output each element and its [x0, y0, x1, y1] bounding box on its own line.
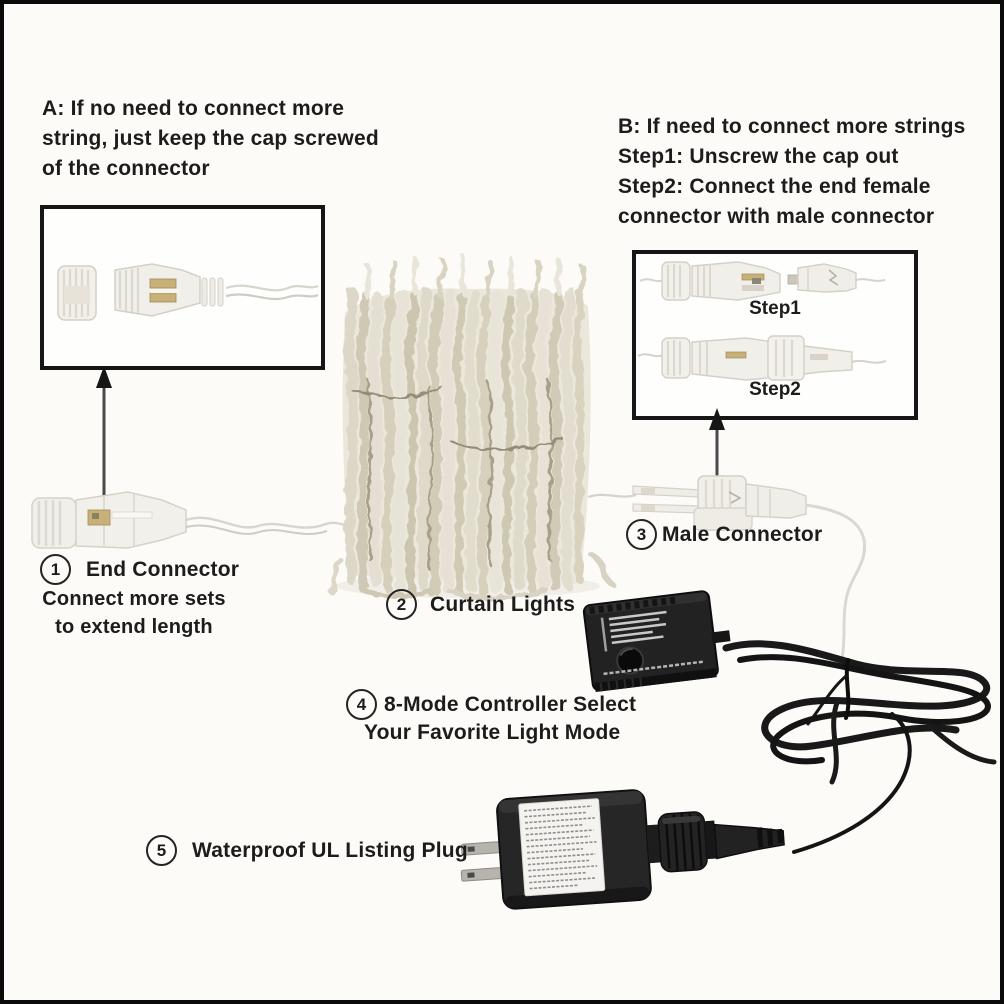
step2-connectors-photo	[637, 335, 887, 381]
note-a: A: If no need to connect more string, ju…	[42, 94, 472, 184]
curtain-lights-bundle-photo	[329, 253, 615, 601]
callout-3-badge: 3	[626, 519, 657, 550]
note-a-line2: string, just keep the cap screwed	[42, 127, 379, 150]
step2-label: Step2	[749, 379, 801, 400]
note-b-line4: connector with male connector	[618, 205, 935, 228]
callout-5-title: Waterproof UL Listing Plug	[192, 838, 468, 862]
plug-wire	[792, 712, 912, 854]
plug-photo	[460, 789, 785, 910]
callout-2-badge: 2	[386, 589, 417, 620]
male-connector-photo	[587, 475, 867, 659]
note-a-line3: of the connector	[42, 157, 210, 180]
controller-photo	[582, 590, 731, 692]
callout-4-line1: 8-Mode Controller Select	[384, 692, 637, 716]
callout-4-badge: 4	[346, 689, 377, 720]
callout-controller: 4 8-Mode Controller Select	[346, 689, 636, 720]
arrow-up-icon	[96, 366, 112, 510]
steps-detail-inset-box: Step1 Step2	[632, 250, 918, 420]
callout-plug: 5 Waterproof UL Listing Plug	[146, 835, 468, 866]
callout-5-badge: 5	[146, 835, 177, 866]
callout-4-line2: Your Favorite Light Mode	[364, 721, 621, 744]
callout-end-connector: 1 End Connector	[40, 554, 239, 585]
end-connector-photo	[31, 491, 355, 549]
cable-knot-photo	[722, 640, 997, 785]
callout-male-connector: 3 Male Connector	[626, 519, 822, 550]
callout-1-title: End Connector	[86, 557, 240, 581]
callout-1-line3: to extend length	[55, 616, 213, 638]
step1-connectors-photo	[639, 261, 886, 301]
cap-detail-inset-box	[40, 205, 325, 370]
note-b-line1: B: If need to connect more strings	[618, 115, 966, 138]
callout-1-line2: Connect more sets	[42, 588, 226, 610]
note-b-line2: Step1: Unscrew the cap out	[618, 145, 899, 168]
callout-1-badge: 1	[40, 554, 71, 585]
cap-and-connector-photo	[57, 263, 319, 321]
callout-curtain-lights: 2 Curtain Lights	[386, 589, 575, 620]
callout-2-title: Curtain Lights	[430, 592, 576, 616]
note-b-line3: Step2: Connect the end female	[618, 175, 931, 198]
callout-3-title: Male Connector	[662, 522, 823, 546]
note-a-line1: A: If no need to connect more	[42, 97, 345, 120]
step1-label: Step1	[749, 298, 801, 319]
note-b: B: If need to connect more strings Step1…	[618, 112, 1004, 232]
